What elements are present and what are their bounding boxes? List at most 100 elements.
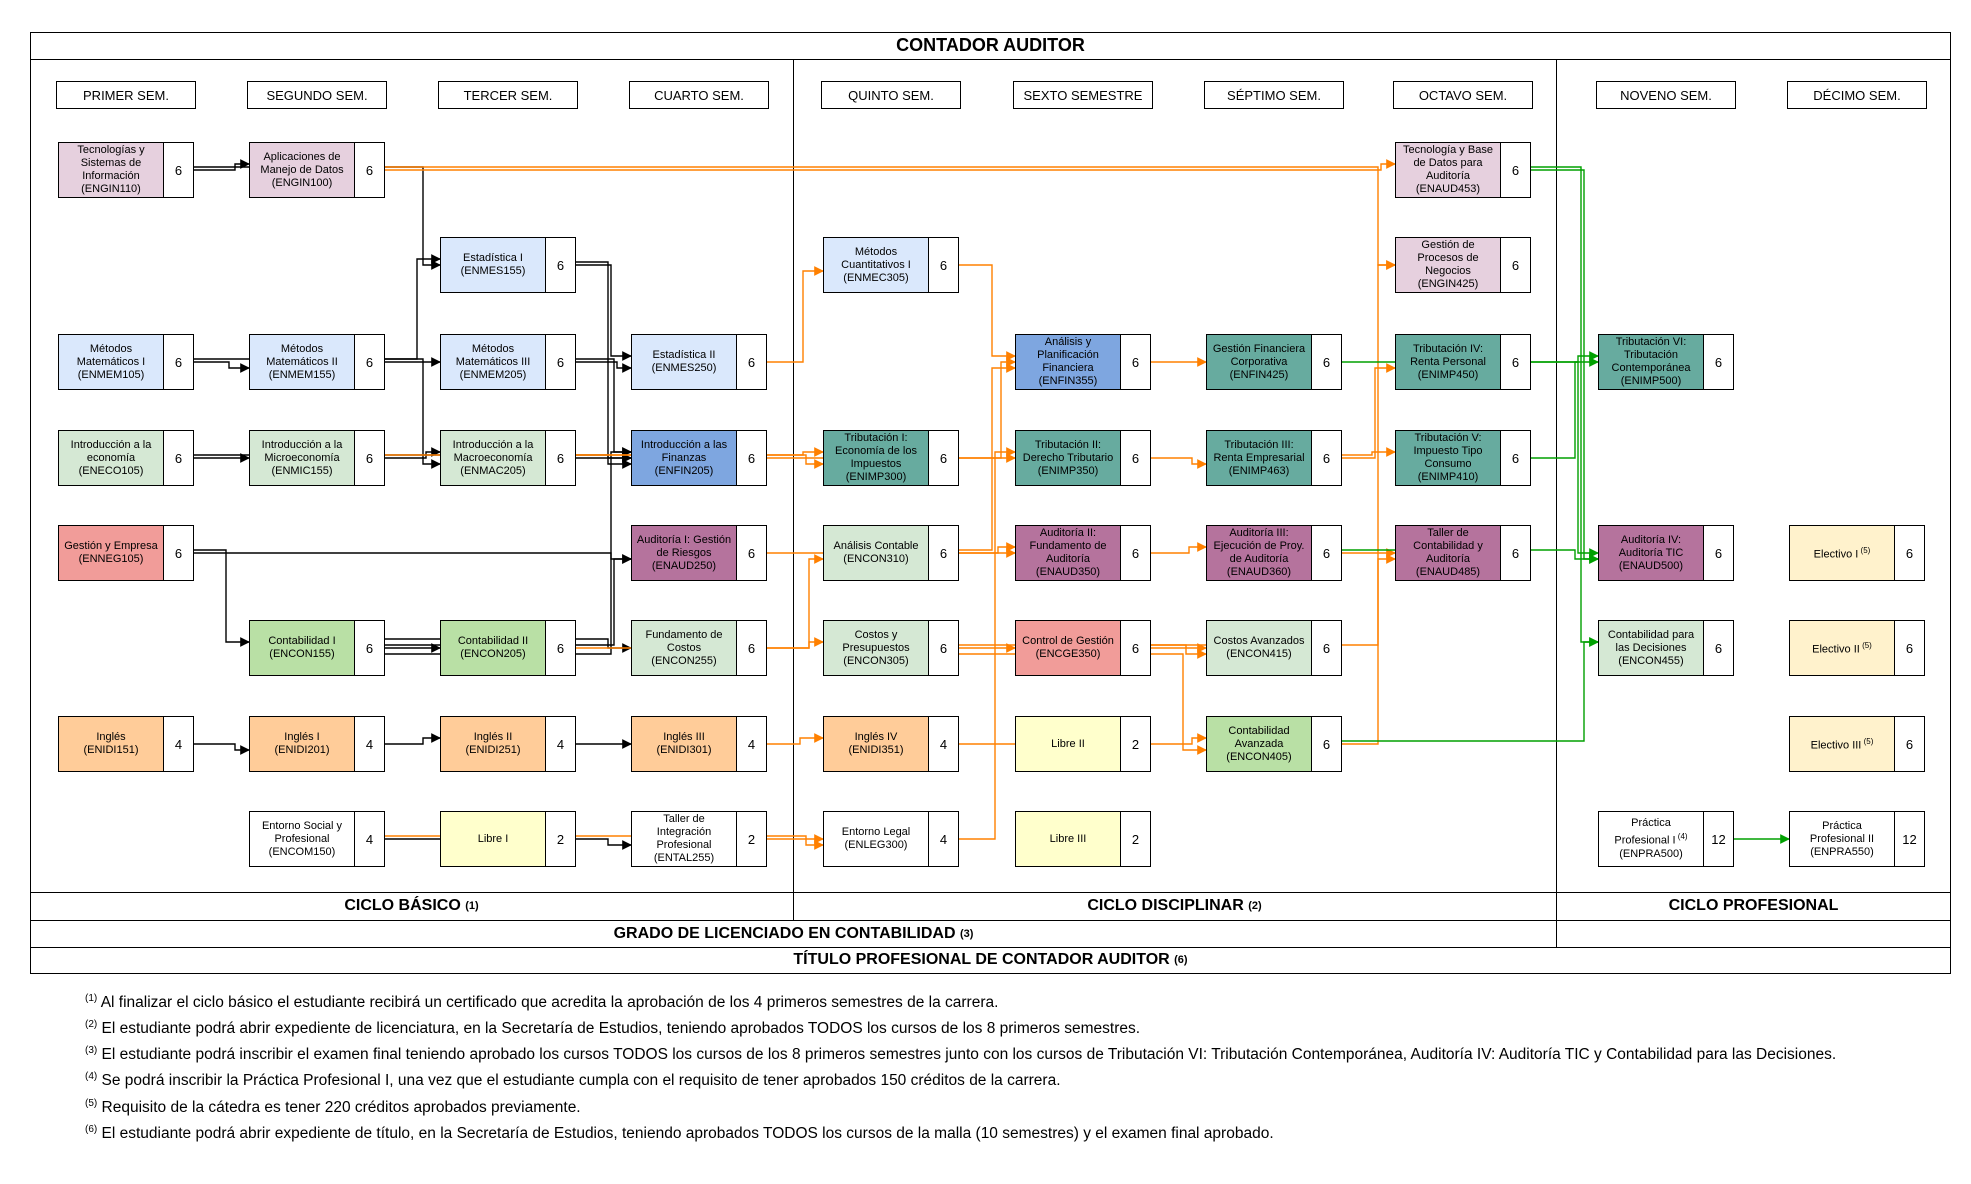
course-encon205[interactable]: Contabilidad II (ENCON205)6: [440, 620, 576, 676]
course-enneg105[interactable]: Gestión y Empresa (ENNEG105)6: [58, 525, 194, 581]
course-enidi251[interactable]: Inglés II (ENIDI251)4: [440, 716, 576, 772]
course-enpra500[interactable]: Práctica Profesional I (4)(ENPRA500)12: [1598, 811, 1734, 867]
course-credits: 6: [546, 431, 575, 485]
course-name: Electivo I (5): [1790, 526, 1895, 580]
course-credits: 6: [164, 143, 193, 197]
course-enimp463[interactable]: Tributación III: Renta Empresarial (ENIM…: [1206, 430, 1342, 486]
semester-header-4: CUARTO SEM.: [629, 81, 769, 109]
course-enimp350[interactable]: Tributación II: Derecho Tributario (ENIM…: [1015, 430, 1151, 486]
course-name: Métodos Matemáticos III (ENMEM205): [441, 335, 546, 389]
course-name: Gestión y Empresa (ENNEG105): [59, 526, 164, 580]
course-name-text: Electivo III: [1810, 739, 1862, 752]
course-enaud485[interactable]: Taller de Contabilidad y Auditoría (ENAU…: [1395, 525, 1531, 581]
grado-sup: (3): [959, 928, 974, 940]
footnote-6: (6) El estudiante podrá abrir expediente…: [85, 1119, 1885, 1145]
course-enfin355[interactable]: Análisis y Planificación Financiera (ENF…: [1015, 334, 1151, 390]
diagram-title: CONTADOR AUDITOR: [30, 32, 1951, 60]
course-ental255[interactable]: Taller de Integración Profesional (ENTAL…: [631, 811, 767, 867]
course-name: Introducción a la Microeconomía (ENMIC15…: [250, 431, 355, 485]
course-enfin205[interactable]: Introducción a las Finanzas (ENFIN205)6: [631, 430, 767, 486]
course-el1[interactable]: Electivo I (5)6: [1789, 525, 1925, 581]
course-enmes250[interactable]: Estadística II (ENMES250)6: [631, 334, 767, 390]
course-enidi151[interactable]: Inglés (ENIDI151)4: [58, 716, 194, 772]
footnote-5: (5) Requisito de la cátedra es tener 220…: [85, 1093, 1885, 1119]
course-enidi351[interactable]: Inglés IV (ENIDI351)4: [823, 716, 959, 772]
course-credits: 6: [1895, 621, 1924, 675]
course-credits: 6: [1895, 717, 1924, 771]
ciclo-profesional-text: CICLO PROFESIONAL: [1668, 897, 1839, 914]
course-enmic155[interactable]: Introducción a la Microeconomía (ENMIC15…: [249, 430, 385, 486]
course-enmes155[interactable]: Estadística I (ENMES155)6: [440, 237, 576, 293]
course-credits: 6: [1501, 335, 1530, 389]
course-enmec305[interactable]: Métodos Cuantitativos I (ENMEC305)6: [823, 237, 959, 293]
course-enaud500[interactable]: Auditoría IV: Auditoría TIC (ENAUD500)6: [1598, 525, 1734, 581]
course-name: Gestión de Procesos de Negocios (ENGIN42…: [1396, 238, 1501, 292]
course-name: Libre I: [441, 812, 546, 866]
course-enpra550[interactable]: Práctica Profesional II (ENPRA550)12: [1789, 811, 1925, 867]
course-enleg300[interactable]: Entorno Legal (ENLEG300)4: [823, 811, 959, 867]
course-enimp450[interactable]: Tributación IV: Renta Personal (ENIMP450…: [1395, 334, 1531, 390]
course-name: Libre III: [1016, 812, 1121, 866]
course-encon455[interactable]: Contabilidad para las Decisiones (ENCON4…: [1598, 620, 1734, 676]
course-enfin425[interactable]: Gestión Financiera Corporativa (ENFIN425…: [1206, 334, 1342, 390]
course-credits: 4: [164, 717, 193, 771]
course-name-sup: (4): [1675, 832, 1688, 842]
course-name: Contabilidad Avanzada (ENCON405): [1207, 717, 1312, 771]
course-engin425[interactable]: Gestión de Procesos de Negocios (ENGIN42…: [1395, 237, 1531, 293]
course-el2[interactable]: Electivo II (5)6: [1789, 620, 1925, 676]
course-name-inner: Electivo III (5): [1811, 735, 1874, 753]
course-credits: 4: [737, 717, 766, 771]
course-credits: 6: [546, 335, 575, 389]
course-enimp500[interactable]: Tributación VI: Tributación Contemporáne…: [1598, 334, 1734, 390]
course-encon255[interactable]: Fundamento de Costos (ENCON255)6: [631, 620, 767, 676]
semester-header-6: SEXTO SEMESTRE: [1013, 81, 1153, 109]
course-credits: 12: [1704, 812, 1733, 866]
course-credits: 6: [1501, 238, 1530, 292]
course-credits: 6: [1121, 335, 1150, 389]
course-enidi201[interactable]: Inglés I (ENIDI201)4: [249, 716, 385, 772]
course-enmem155[interactable]: Métodos Matemáticos II (ENMEM155)6: [249, 334, 385, 390]
course-name-sup: (5): [1859, 641, 1872, 651]
course-encge350[interactable]: Control de Gestión (ENCGE350)6: [1015, 620, 1151, 676]
course-enimp410[interactable]: Tributación V: Impuesto Tipo Consumo (EN…: [1395, 430, 1531, 486]
course-encon305[interactable]: Costos y Presupuestos (ENCON305)6: [823, 620, 959, 676]
course-name: Práctica Profesional I (4)(ENPRA500): [1599, 812, 1704, 866]
course-enmac205[interactable]: Introducción a la Macroeconomía (ENMAC20…: [440, 430, 576, 486]
footnote-3-sup: (3): [85, 1045, 98, 1057]
course-name: Introducción a las Finanzas (ENFIN205): [632, 431, 737, 485]
course-credits: 4: [929, 812, 958, 866]
course-encon415[interactable]: Costos Avanzados (ENCON415)6: [1206, 620, 1342, 676]
course-name: Auditoría IV: Auditoría TIC (ENAUD500): [1599, 526, 1704, 580]
course-credits: 4: [355, 812, 384, 866]
course-credits: 6: [355, 621, 384, 675]
course-name: Tecnología y Base de Datos para Auditorí…: [1396, 143, 1501, 197]
course-name: Métodos Matemáticos II (ENMEM155): [250, 335, 355, 389]
course-credits: 6: [1312, 621, 1341, 675]
course-enidi301[interactable]: Inglés III (ENIDI301)4: [631, 716, 767, 772]
footnote-2: (2) El estudiante podrá abrir expediente…: [85, 1014, 1885, 1040]
course-enimp300[interactable]: Tributación I: Economía de los Impuestos…: [823, 430, 959, 486]
course-eneco105[interactable]: Introducción a la economía (ENECO105)6: [58, 430, 194, 486]
course-encon310[interactable]: Análisis Contable (ENCON310)6: [823, 525, 959, 581]
titulo-sup: (6): [1174, 954, 1188, 966]
footnote-4-sup: (4): [85, 1071, 98, 1083]
course-enaud453[interactable]: Tecnología y Base de Datos para Auditorí…: [1395, 142, 1531, 198]
course-encon405[interactable]: Contabilidad Avanzada (ENCON405)6: [1206, 716, 1342, 772]
course-credits: 6: [737, 526, 766, 580]
course-enaud350[interactable]: Auditoría II: Fundamento de Auditoría (E…: [1015, 525, 1151, 581]
course-engin110[interactable]: Tecnologías y Sistemas de Información (E…: [58, 142, 194, 198]
semester-header-5: QUINTO SEM.: [821, 81, 961, 109]
course-enmem105[interactable]: Métodos Matemáticos I (ENMEM105)6: [58, 334, 194, 390]
course-encom150[interactable]: Entorno Social y Profesional (ENCOM150)4: [249, 811, 385, 867]
course-el3[interactable]: Electivo III (5) 6: [1789, 716, 1925, 772]
course-enaud360[interactable]: Auditoría III: Ejecución de Proy. de Aud…: [1206, 525, 1342, 581]
course-enmem205[interactable]: Métodos Matemáticos III (ENMEM205)6: [440, 334, 576, 390]
course-encon155[interactable]: Contabilidad I (ENCON155)6: [249, 620, 385, 676]
course-engin100[interactable]: Aplicaciones de Manejo de Datos (ENGIN10…: [249, 142, 385, 198]
divider-disciplinar-profesional: [1556, 59, 1557, 948]
course-enaud250[interactable]: Auditoría I: Gestión de Riesgos (ENAUD25…: [631, 525, 767, 581]
